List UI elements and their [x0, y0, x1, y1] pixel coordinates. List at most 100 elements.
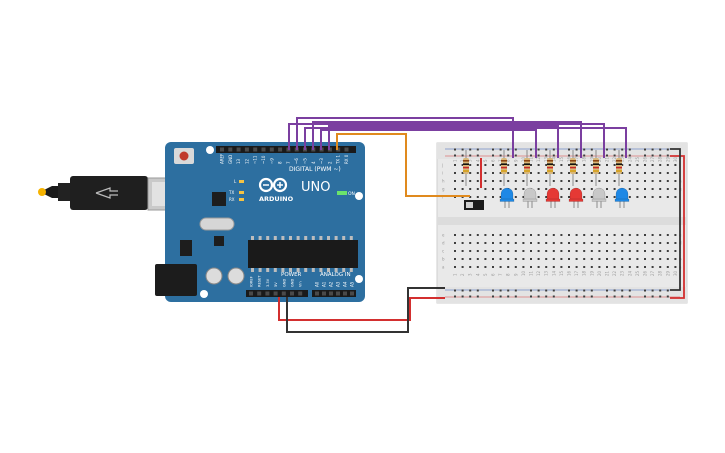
- breadboard-hole[interactable]: [522, 266, 525, 268]
- breadboard-hole[interactable]: [613, 180, 616, 182]
- breadboard-hole[interactable]: [537, 196, 540, 198]
- resistor[interactable]: [524, 150, 530, 186]
- breadboard-hole[interactable]: [590, 258, 593, 260]
- rail-hole[interactable]: [454, 289, 456, 292]
- rail-hole[interactable]: [621, 148, 624, 151]
- breadboard-hole[interactable]: [666, 180, 669, 182]
- rail-hole[interactable]: [545, 295, 548, 298]
- rail-hole[interactable]: [530, 289, 532, 292]
- analog-pin-hole[interactable]: [343, 291, 347, 296]
- breadboard-hole[interactable]: [499, 242, 502, 244]
- breadboard-hole[interactable]: [454, 172, 456, 174]
- breadboard-hole[interactable]: [613, 266, 616, 268]
- breadboard-hole[interactable]: [484, 250, 487, 252]
- breadboard-hole[interactable]: [575, 164, 578, 166]
- breadboard-hole[interactable]: [568, 196, 570, 198]
- breadboard-hole[interactable]: [545, 242, 548, 244]
- rail-hole[interactable]: [644, 154, 646, 157]
- rail-hole[interactable]: [469, 148, 472, 151]
- breadboard-hole[interactable]: [613, 188, 616, 190]
- breadboard-hole[interactable]: [469, 242, 472, 244]
- breadboard-hole[interactable]: [628, 164, 631, 166]
- breadboard-hole[interactable]: [552, 266, 555, 268]
- breadboard-hole[interactable]: [628, 172, 631, 174]
- breadboard-hole[interactable]: [545, 234, 548, 236]
- breadboard-hole[interactable]: [674, 196, 677, 198]
- rail-hole[interactable]: [606, 295, 608, 298]
- breadboard-hole[interactable]: [598, 234, 601, 236]
- breadboard-hole[interactable]: [499, 234, 502, 236]
- breadboard-hole[interactable]: [651, 196, 654, 198]
- breadboard-hole[interactable]: [613, 172, 616, 174]
- breadboard-hole[interactable]: [454, 266, 456, 268]
- breadboard-hole[interactable]: [598, 266, 601, 268]
- rail-hole[interactable]: [590, 289, 593, 292]
- rail-hole[interactable]: [499, 289, 502, 292]
- breadboard-hole[interactable]: [537, 164, 540, 166]
- rail-hole[interactable]: [507, 289, 510, 292]
- rail-hole[interactable]: [568, 295, 570, 298]
- rail-hole[interactable]: [545, 154, 548, 157]
- breadboard-hole[interactable]: [644, 196, 646, 198]
- breadboard-hole[interactable]: [492, 196, 494, 198]
- breadboard-hole[interactable]: [492, 266, 494, 268]
- breadboard-hole[interactable]: [499, 172, 502, 174]
- rail-hole[interactable]: [461, 295, 464, 298]
- rail-hole[interactable]: [606, 154, 608, 157]
- breadboard-hole[interactable]: [545, 266, 548, 268]
- breadboard-hole[interactable]: [628, 258, 631, 260]
- breadboard-hole[interactable]: [484, 196, 487, 198]
- breadboard-hole[interactable]: [651, 258, 654, 260]
- breadboard-hole[interactable]: [522, 250, 525, 252]
- breadboard-hole[interactable]: [606, 258, 608, 260]
- resistor[interactable]: [463, 150, 469, 186]
- breadboard-hole[interactable]: [575, 258, 578, 260]
- rail-hole[interactable]: [545, 148, 548, 151]
- breadboard-hole[interactable]: [476, 266, 479, 268]
- breadboard-hole[interactable]: [454, 250, 456, 252]
- breadboard-hole[interactable]: [560, 258, 563, 260]
- breadboard-hole[interactable]: [492, 234, 494, 236]
- breadboard-hole[interactable]: [522, 164, 525, 166]
- resistor[interactable]: [593, 150, 599, 186]
- breadboard-hole[interactable]: [674, 180, 677, 182]
- breadboard-hole[interactable]: [613, 242, 616, 244]
- breadboard-hole[interactable]: [530, 180, 532, 182]
- breadboard-hole[interactable]: [666, 172, 669, 174]
- breadboard-hole[interactable]: [499, 188, 502, 190]
- breadboard-hole[interactable]: [568, 250, 570, 252]
- breadboard-hole[interactable]: [590, 242, 593, 244]
- breadboard-hole[interactable]: [636, 196, 639, 198]
- breadboard-hole[interactable]: [469, 172, 472, 174]
- breadboard-hole[interactable]: [560, 180, 563, 182]
- breadboard-hole[interactable]: [568, 266, 570, 268]
- breadboard-hole[interactable]: [530, 258, 532, 260]
- breadboard-hole[interactable]: [651, 266, 654, 268]
- breadboard-hole[interactable]: [613, 250, 616, 252]
- analog-pin-hole[interactable]: [322, 291, 326, 296]
- rail-hole[interactable]: [530, 148, 532, 151]
- breadboard-hole[interactable]: [636, 250, 639, 252]
- breadboard-hole[interactable]: [583, 258, 586, 260]
- rail-hole[interactable]: [454, 148, 456, 151]
- power-pin-hole[interactable]: [290, 291, 294, 296]
- breadboard-hole[interactable]: [613, 196, 616, 198]
- breadboard-hole[interactable]: [552, 172, 555, 174]
- power-pin-hole[interactable]: [265, 291, 270, 296]
- breadboard-hole[interactable]: [484, 172, 487, 174]
- breadboard-hole[interactable]: [606, 266, 608, 268]
- breadboard-hole[interactable]: [590, 164, 593, 166]
- breadboard-hole[interactable]: [583, 196, 586, 198]
- breadboard-hole[interactable]: [545, 250, 548, 252]
- breadboard-hole[interactable]: [575, 180, 578, 182]
- breadboard-hole[interactable]: [476, 250, 479, 252]
- breadboard-hole[interactable]: [628, 196, 631, 198]
- rail-hole[interactable]: [621, 295, 624, 298]
- rail-hole[interactable]: [659, 154, 662, 157]
- rail-hole[interactable]: [476, 289, 479, 292]
- rail-hole[interactable]: [644, 148, 646, 151]
- breadboard-hole[interactable]: [476, 164, 479, 166]
- breadboard-hole[interactable]: [636, 234, 639, 236]
- breadboard-hole[interactable]: [606, 188, 608, 190]
- rail-hole[interactable]: [568, 289, 570, 292]
